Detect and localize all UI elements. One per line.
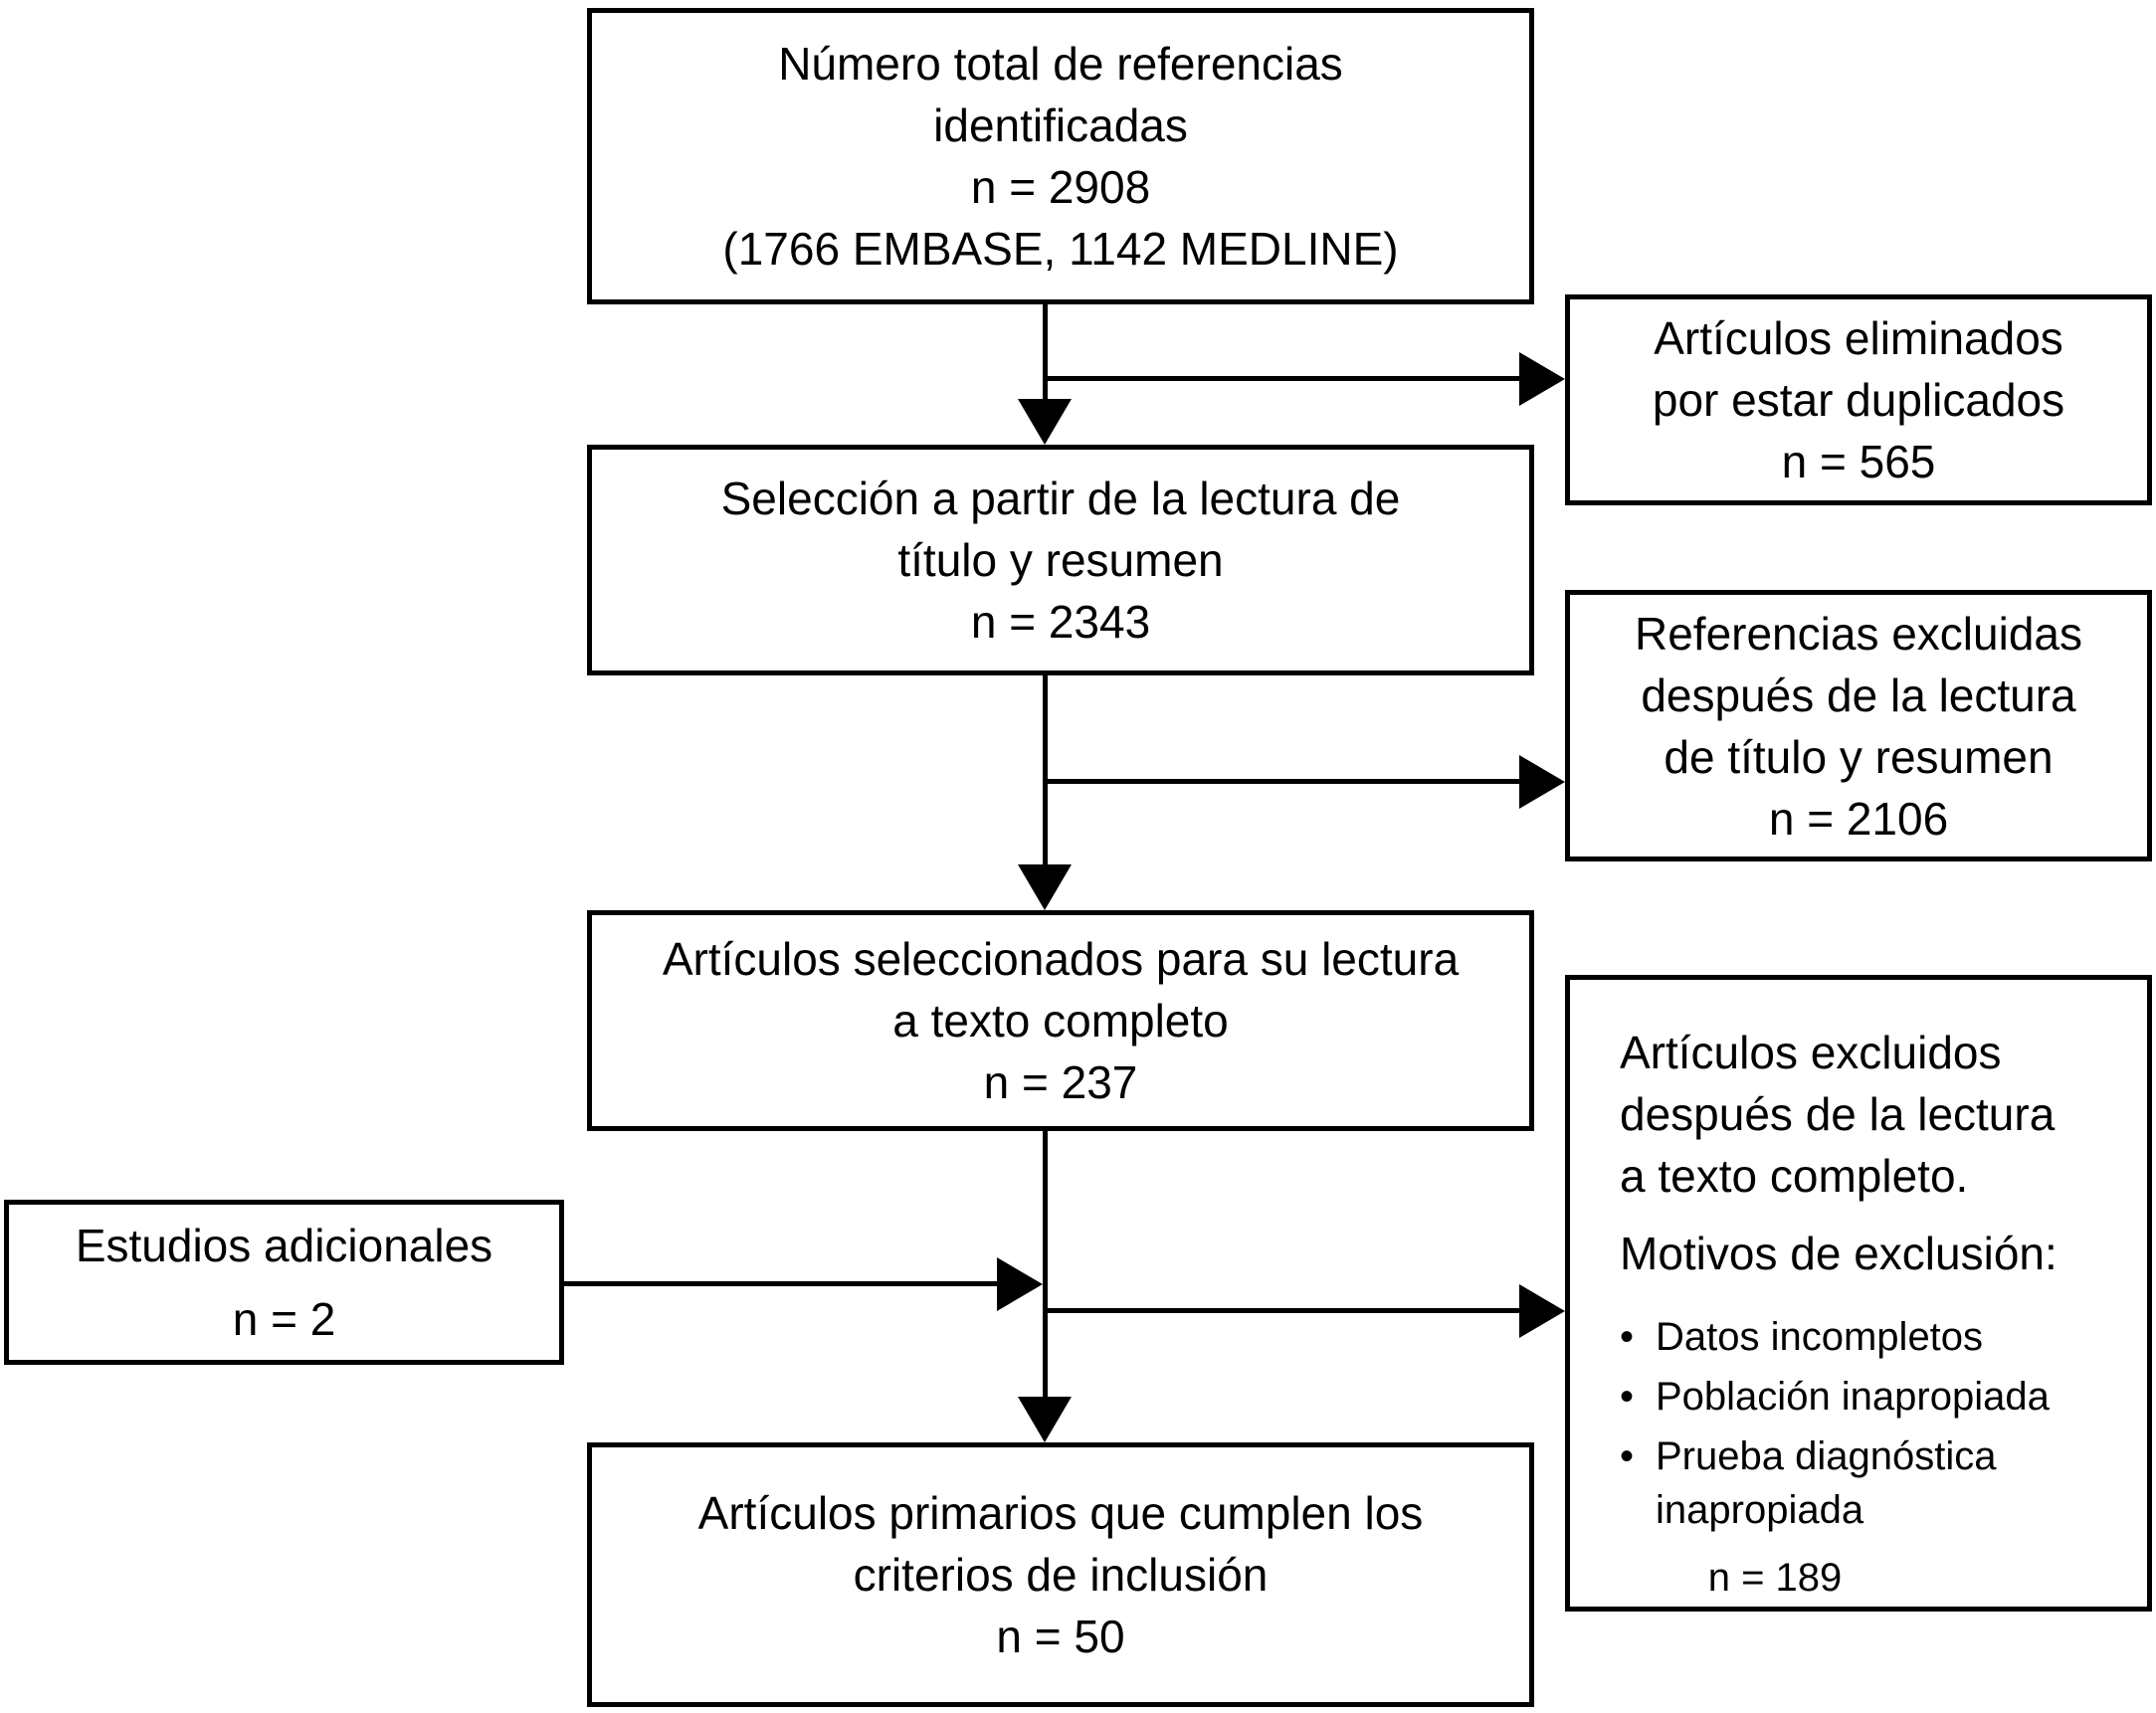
box-total-references: Número total de referencias identificada… <box>587 8 1534 304</box>
box-excluded-title-abstract: Referencias excluidas después de la lect… <box>1565 590 2152 861</box>
connector-additional-studies <box>563 1281 999 1286</box>
box-duplicates-removed: Artículos eliminados por estar duplicado… <box>1565 294 2152 505</box>
box-text-line: de título y resumen <box>1664 730 2054 783</box>
arrowhead-down-icon <box>1018 399 1072 445</box>
box-text-line: criterios de inclusión <box>853 1549 1269 1601</box>
arrowhead-down-icon <box>1018 1397 1072 1442</box>
box-count-line: n = 2106 <box>1768 792 1949 845</box>
connector-fulltext-to-included <box>1043 1129 1048 1399</box>
box-count-line: n = 237 <box>983 1056 1138 1108</box>
box-text-line: título y resumen <box>897 534 1224 586</box>
list-item: • Prueba diagnóstica inapropiada <box>1620 1429 2119 1537</box>
connector-to-duplicates <box>1045 376 1521 381</box>
box-text-line: Artículos excluidos <box>1620 1027 2002 1078</box>
reason-text: Prueba diagnóstica inapropiada <box>1656 1434 1997 1532</box>
list-item: • Datos incompletos <box>1620 1310 2119 1364</box>
arrowhead-right-icon <box>1519 352 1565 406</box>
connector-screening-to-fulltext <box>1043 673 1048 866</box>
box-text-line: a texto completo. <box>1620 1150 1969 1202</box>
list-item: • Población inapropiada <box>1620 1370 2119 1424</box>
exclusion-reasons-list: • Datos incompletos • Población inapropi… <box>1620 1310 2119 1537</box>
box-count-line: n = 2908 <box>970 161 1151 213</box>
box-title-abstract-screening: Selección a partir de la lectura de títu… <box>587 445 1534 675</box>
bullet-icon: • <box>1620 1434 1635 1478</box>
box-count-line: n = 50 <box>996 1611 1125 1662</box>
exclusion-reasons-heading: Motivos de exclusión: <box>1620 1228 2058 1279</box>
arrowhead-right-icon <box>1519 1284 1565 1338</box>
box-count-line: n = 2343 <box>970 596 1151 648</box>
box-additional-studies: Estudios adicionales n = 2 <box>4 1200 564 1365</box>
bullet-icon: • <box>1620 1315 1635 1359</box>
box-text-line: identificadas <box>933 99 1188 151</box>
box-text-line: Artículos seleccionados para su lectura <box>662 933 1460 985</box>
box-sources-line: (1766 EMBASE, 1142 MEDLINE) <box>722 223 1399 275</box>
reason-text: Datos incompletos <box>1656 1315 1984 1359</box>
box-text-line: Selección a partir de la lectura de <box>720 473 1401 524</box>
arrowhead-right-icon <box>997 1257 1043 1311</box>
box-count-line: n = 189 <box>1707 1556 1843 1600</box>
connector-identified-to-screening <box>1043 301 1048 403</box>
box-included-articles: Artículos primarios que cumplen los crit… <box>587 1442 1534 1707</box>
reason-text: Población inapropiada <box>1656 1375 2050 1419</box>
box-text-line: después de la lectura <box>1641 668 2076 721</box>
box-text-line: por estar duplicados <box>1652 374 2065 426</box>
box-count-line: n = 2 <box>232 1293 336 1345</box>
box-text-line: a texto completo <box>892 995 1229 1047</box>
box-text-line: Referencias excluidas <box>1634 607 2082 660</box>
box-text-line: Artículos eliminados <box>1654 312 2063 364</box>
arrowhead-down-icon <box>1018 864 1072 910</box>
arrowhead-right-icon <box>1519 755 1565 809</box>
connector-to-excluded-title-abstract <box>1045 779 1521 784</box>
box-text-line: después de la lectura <box>1620 1088 2056 1140</box>
box-excluded-fulltext: Artículos excluidos después de la lectur… <box>1565 975 2152 1612</box>
box-text-line: Número total de referencias <box>778 38 1343 90</box>
connector-to-excluded-fulltext <box>1045 1308 1521 1313</box>
box-fulltext-selected: Artículos seleccionados para su lectura … <box>587 910 1534 1131</box>
bullet-icon: • <box>1620 1375 1635 1419</box>
box-count-line: n = 565 <box>1781 436 1936 487</box>
box-text-line: Artículos primarios que cumplen los <box>697 1487 1424 1539</box>
box-text-line: Estudios adicionales <box>75 1220 493 1271</box>
